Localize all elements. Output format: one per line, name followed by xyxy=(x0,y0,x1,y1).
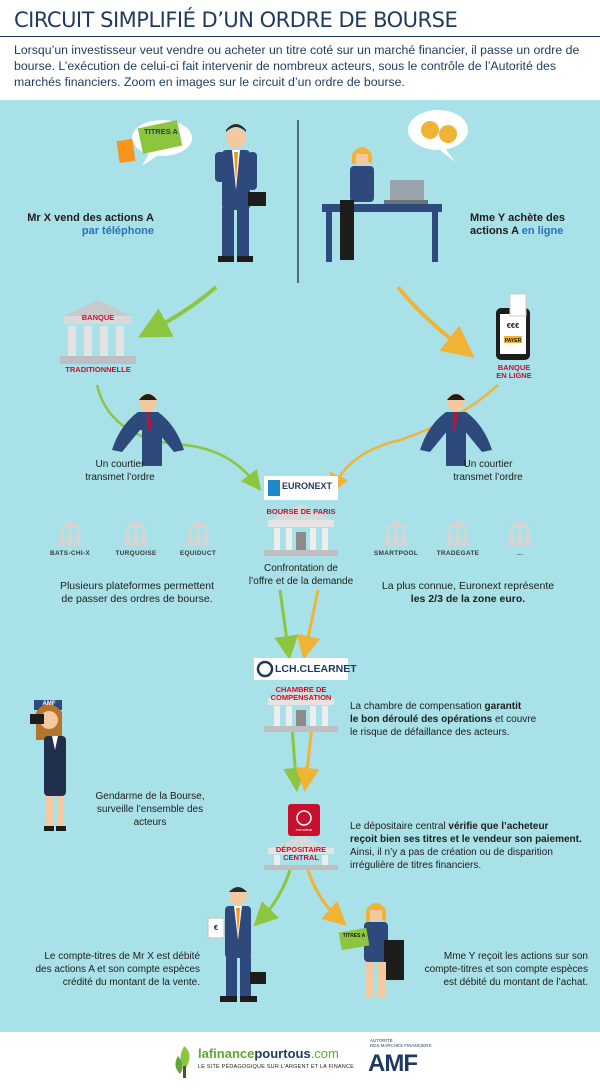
lfpt-leaf-icon xyxy=(175,1046,190,1078)
intro-paragraph: Lorsqu’un investisseur veut vendre ou ac… xyxy=(14,43,580,89)
buyer-outcome-document: TITRES A xyxy=(342,933,366,939)
clearing-house-building-icon xyxy=(254,658,348,732)
flow-arrows xyxy=(95,285,499,927)
buyer-outcome-text: Mme Y reçoit les actions sur son compte-… xyxy=(424,951,588,988)
page-title: CIRCUIT SIMPLIFIÉ D’UN ORDRE DE BOURSE xyxy=(14,8,458,32)
clearing-house-description: La chambre de compensation garantit le b… xyxy=(350,701,537,738)
traditional-bank-icon xyxy=(60,300,136,364)
clearing-house-sign: CHAMBRE DE COMPENSATION xyxy=(270,685,332,702)
seller-figure xyxy=(116,120,266,262)
platform-label-smartpool: SMARTPOOL xyxy=(373,550,419,557)
buyer-outcome-figure xyxy=(338,903,404,998)
seller-document-label: TITRES A xyxy=(144,127,178,136)
diagram-area: Mr X vend des actions A par téléphone TI… xyxy=(0,100,600,1032)
amf-logo: AMF xyxy=(368,1050,418,1077)
lfpt-logo: lafinancepourtous.com xyxy=(198,1046,339,1061)
platform-label-more: ... xyxy=(516,550,524,557)
online-bank-phone-icon xyxy=(496,293,530,360)
diagram-illustrations xyxy=(30,110,532,1002)
footer: lafinancepourtous.com LE SITE PÉDAGOGIQU… xyxy=(0,1032,600,1090)
euronext-caption: Confrontation de l’offre et de la demand… xyxy=(248,563,354,587)
title-divider xyxy=(0,36,600,37)
depositary-sign: DÉPOSITAIRE CENTRAL xyxy=(275,845,327,862)
bourse-de-paris-sign: BOURSE DE PARIS xyxy=(266,507,336,516)
depositary-building-icon xyxy=(264,804,338,870)
traditional-bank-label: TRADITIONNELLE xyxy=(65,365,131,374)
buyer-label: Mme Y achète des actions A en ligne xyxy=(470,212,565,237)
seller-label: Mr X vend des actions A par téléphone xyxy=(27,212,154,237)
amf-cap-label: AMF xyxy=(42,701,56,707)
broker-right-label: Un courtier transmet l’ordre xyxy=(453,459,523,483)
euronext-building-icon xyxy=(264,476,338,556)
broker-left-label: Un courtier transmet l’ordre xyxy=(85,459,155,483)
platforms-left-caption: Plusieurs plateformes permettent de pass… xyxy=(59,580,215,605)
platform-label-bats: BATS-CHI-X xyxy=(49,550,91,557)
platform-label-equiduct: EQUIDUCT xyxy=(179,550,217,557)
depositary-description: Le dépositaire central vérifie que l’ach… xyxy=(350,821,582,871)
seller-outcome-text: Le compte-titres de Mr X est débité des … xyxy=(35,951,200,988)
broker-right-figure xyxy=(420,393,492,466)
platform-icons xyxy=(58,520,532,545)
platform-label-turquoise: TURQUOISE xyxy=(115,550,157,557)
euroclear-logo: euroclear xyxy=(295,827,313,832)
phone-amount: €€€ xyxy=(506,321,520,330)
amf-gendarme-caption: Gendarme de la Bourse, surveille l’ensem… xyxy=(95,791,205,828)
seller-outcome-figure xyxy=(207,887,266,1002)
phone-pay-button: PAYER xyxy=(504,338,522,344)
buyer-figure xyxy=(322,110,468,262)
lch-clearnet-logo: LCH.CLEARNET xyxy=(275,663,357,675)
amf-gendarme-figure xyxy=(30,700,66,831)
platforms-right-caption: La plus connue, Euronext représente les … xyxy=(381,580,555,605)
broker-left-figure xyxy=(112,393,184,466)
platform-label-tradegate: TRADEGATE xyxy=(436,550,480,557)
amf-small-text: AUTORITÉ DES MARCHÉS FINANCIERS xyxy=(370,1038,432,1048)
online-bank-label: BANQUE EN LIGNE xyxy=(496,363,532,380)
seller-outcome-document: € xyxy=(213,923,219,932)
euronext-logo: EURONEXT xyxy=(282,481,333,491)
traditional-bank-label-top: BANQUE xyxy=(81,313,115,322)
lfpt-tagline: LE SITE PÉDAGOGIQUE SUR L’ARGENT ET LA F… xyxy=(198,1064,355,1070)
header: CIRCUIT SIMPLIFIÉ D’UN ORDRE DE BOURSE L… xyxy=(0,0,600,100)
